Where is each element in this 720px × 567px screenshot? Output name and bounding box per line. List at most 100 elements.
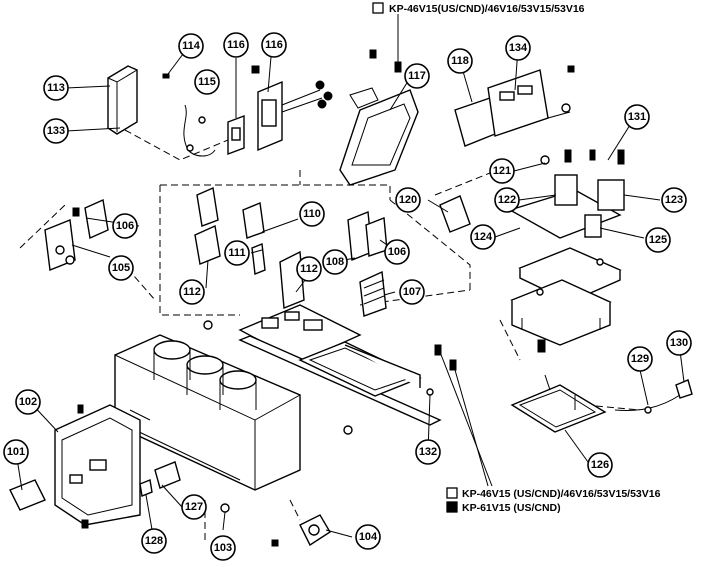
callout-131: 131: [624, 104, 650, 130]
dashed-guide: [389, 199, 471, 290]
callout-123: 123: [661, 187, 687, 213]
svg-text:112: 112: [183, 286, 201, 298]
open-square-icon: [446, 487, 458, 499]
callout-132: 132: [415, 439, 441, 465]
callout-107: 107: [399, 279, 425, 305]
svg-text:117: 117: [408, 70, 426, 82]
svg-text:125: 125: [649, 234, 667, 246]
svg-text:116: 116: [265, 39, 283, 51]
callout-127: 127: [181, 494, 207, 520]
callout-114: 114: [178, 33, 204, 59]
modules-110-112: [194, 186, 305, 310]
svg-text:121: 121: [493, 165, 511, 177]
callout-117: 117: [404, 63, 430, 89]
modules-106-108: [347, 211, 388, 317]
svg-text:134: 134: [509, 42, 528, 54]
screws-132: [426, 344, 457, 396]
bracket-105: [44, 198, 109, 271]
svg-text:108: 108: [326, 256, 344, 268]
bottom-legend-leader-a: [439, 351, 493, 487]
callout-115: 115: [194, 69, 220, 95]
part-drawings: [9, 49, 693, 547]
svg-text:110: 110: [303, 208, 321, 220]
callout-129: 129: [627, 346, 653, 372]
frame-rails: [238, 335, 442, 435]
open-square-icon: [372, 2, 384, 14]
callout-120: 120: [395, 187, 421, 213]
filled-square-icon: [446, 501, 458, 513]
svg-text:101: 101: [7, 446, 25, 458]
board-134: [487, 65, 575, 137]
svg-text:120: 120: [399, 194, 417, 206]
parts-127-128: [139, 461, 230, 513]
dashed-guide: [584, 404, 641, 411]
callout-105: 105: [108, 255, 134, 281]
callout-106-left: 106: [112, 213, 138, 239]
callout-112-center: 112: [296, 256, 322, 282]
callout-128: 128: [141, 528, 167, 554]
callout-104: 104: [355, 524, 381, 550]
callout-102: 102: [15, 389, 41, 415]
callout-108: 108: [322, 249, 348, 275]
svg-text:114: 114: [182, 40, 201, 52]
callout-113: 113: [43, 75, 69, 101]
dashed-guide: [289, 499, 301, 521]
callout-122: 122: [494, 187, 520, 213]
connector-104: [271, 514, 331, 547]
top-legend-text: KP-46V15(US/CND)/46V16/53V15/53V16: [389, 3, 585, 15]
svg-text:102: 102: [19, 396, 37, 408]
callout-112-left: 112: [179, 279, 205, 305]
callout-133: 133: [43, 118, 69, 144]
svg-text:131: 131: [628, 111, 646, 123]
stacked-boards: [510, 247, 622, 346]
callout-121: 121: [489, 158, 515, 184]
svg-text:107: 107: [403, 286, 421, 298]
svg-text:106: 106: [116, 220, 134, 232]
callout-110: 110: [299, 201, 325, 227]
svg-text:130: 130: [670, 337, 688, 349]
svg-text:133: 133: [47, 125, 65, 137]
callout-134: 134: [505, 35, 531, 61]
dashed-guide: [119, 259, 156, 301]
dashed-guide: [124, 129, 241, 161]
callout-101: 101: [3, 439, 29, 465]
bracket-119: [251, 65, 333, 152]
callout-111: 111: [224, 240, 250, 266]
dashed-guide: [499, 319, 521, 361]
board-120: [439, 195, 471, 233]
callout-124: 124: [470, 224, 496, 250]
svg-text:112: 112: [300, 263, 318, 275]
fastener-114: [162, 73, 216, 157]
svg-text:123: 123: [665, 194, 683, 206]
callout-130: 130: [666, 330, 692, 356]
shield-117: [339, 49, 419, 186]
svg-text:104: 104: [359, 531, 378, 543]
svg-text:115: 115: [198, 76, 216, 88]
front-panel-102: [9, 404, 141, 529]
dashed-guide: [160, 184, 391, 200]
bracket-116: [227, 58, 245, 156]
callout-125: 125: [645, 227, 671, 253]
svg-text:111: 111: [228, 247, 245, 259]
callouts: 113 133 114 115 116 116 117 118 134 131 …: [3, 32, 692, 561]
bottom-legend-leader-b: [454, 369, 489, 487]
svg-text:118: 118: [451, 55, 469, 67]
svg-text:122: 122: [498, 194, 516, 206]
bottom-legend-open-text: KP-46V15 (US/CND)/46V16/53V15/53V16: [462, 488, 661, 500]
svg-text:113: 113: [47, 82, 65, 94]
svg-text:106: 106: [388, 246, 406, 258]
svg-text:124: 124: [474, 231, 493, 243]
callout-103: 103: [210, 535, 236, 561]
svg-text:105: 105: [112, 262, 130, 274]
callout-116-left: 116: [223, 32, 249, 58]
callout-106-right: 106: [384, 239, 410, 265]
top-legend: KP-46V15(US/CND)/46V16/53V15/53V16: [372, 2, 585, 62]
cable-129-130: [614, 379, 693, 414]
board-126: [510, 339, 607, 433]
svg-text:128: 128: [145, 535, 163, 547]
svg-text:116: 116: [227, 39, 245, 51]
svg-text:103: 103: [214, 542, 232, 554]
bracket-113: [107, 65, 138, 135]
bottom-legend-filled-text: KP-61V15 (US/CND): [462, 502, 561, 514]
